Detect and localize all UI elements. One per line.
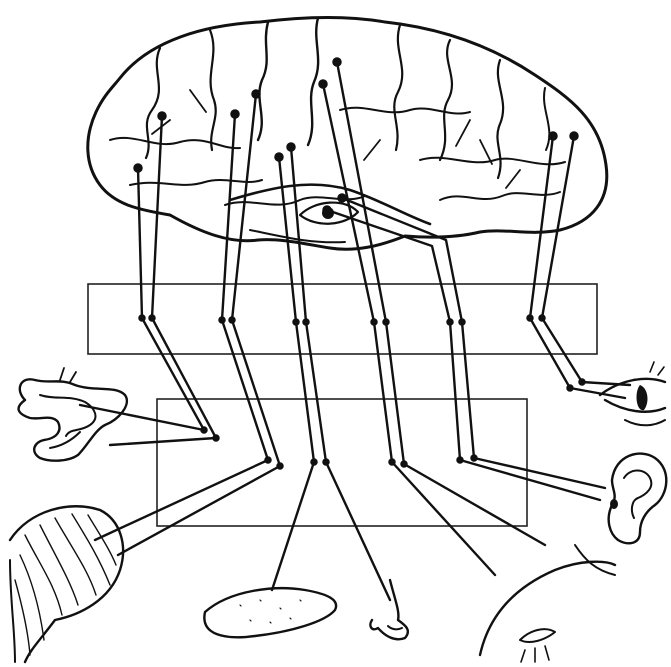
ear-organ — [609, 454, 667, 544]
nose-organ — [370, 580, 408, 639]
skin-organ — [480, 545, 615, 662]
hearing-pathway — [323, 194, 605, 500]
tongue-organ — [204, 588, 336, 637]
visceral-pathway — [80, 112, 219, 445]
touch-pathway — [319, 58, 545, 575]
vision-pathway — [527, 132, 630, 398]
muscle-pathway — [95, 90, 283, 555]
brain — [88, 17, 607, 249]
intestine-organ — [19, 368, 127, 461]
eye-organ — [600, 362, 665, 425]
muscle-organ — [10, 506, 123, 662]
